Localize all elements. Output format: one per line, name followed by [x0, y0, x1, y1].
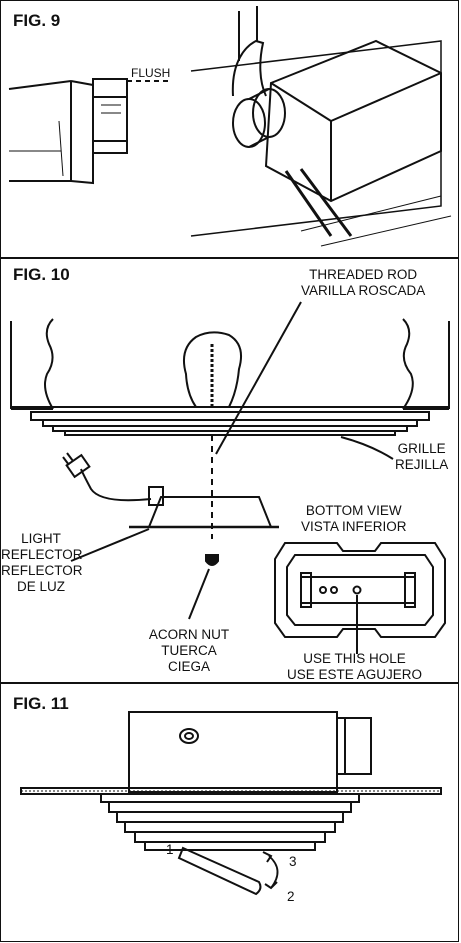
left-joist: [10, 318, 54, 410]
use-hole-label: USE THIS HOLE USE ESTE AGUJERO: [287, 651, 422, 683]
acorn-nut-en: ACORN NUT: [148, 627, 230, 642]
grille-en: GRILLE: [397, 441, 446, 456]
figure-10-title: FIG. 10: [13, 265, 70, 284]
right-joist: [402, 318, 450, 410]
figure-10-illustration: [10, 301, 450, 654]
mounting-hole: [352, 585, 362, 595]
reflector-line-1: LIGHT: [21, 531, 61, 546]
light-reflector: [147, 496, 273, 528]
acorn-nut: [205, 554, 219, 566]
bottom-view-es: VISTA INFERIOR: [301, 519, 407, 534]
threaded-rod-label: THREADED ROD VARILLA ROSCADA: [301, 267, 425, 299]
figure-9-illustration: [8, 6, 452, 247]
figure-11-panel: FIG. 11 1 2 3: [0, 683, 459, 942]
duct-connector: [336, 717, 372, 775]
plug: [65, 453, 91, 479]
fan-housing: [128, 711, 338, 793]
step-1-label: 1: [166, 842, 174, 857]
threaded-rod-es: VARILLA ROSCADA: [301, 283, 426, 298]
light-lens: [177, 846, 262, 896]
light-reflector-label: LIGHT REFLECTOR REFLECTOR DE LUZ: [1, 531, 83, 595]
rod-housing: [183, 331, 242, 408]
reflector-line-3: REFLECTOR: [1, 563, 83, 578]
duct-collar-side-view: [8, 78, 128, 185]
figure-9-panel: FIG. 9: [0, 0, 459, 258]
use-hole-es: USE ESTE AGUJERO: [287, 667, 423, 682]
bottom-view-en: BOTTOM VIEW: [305, 503, 402, 518]
grille-label: GRILLE REJILLA: [395, 441, 448, 473]
step-3-label: 3: [289, 854, 297, 869]
figure-9-title: FIG. 9: [13, 11, 61, 30]
figure-11-title: FIG. 11: [13, 694, 69, 713]
use-hole-en: USE THIS HOLE: [303, 651, 406, 666]
acorn-nut-es-1: TUERCA: [161, 643, 217, 658]
fan-housing-installation: [190, 6, 452, 247]
figure-11-illustration: [20, 711, 442, 896]
grille-stack: [100, 793, 360, 803]
figure-10-panel: FIG. 10: [0, 258, 459, 683]
step-2-label: 2: [287, 889, 295, 904]
bottom-view-diagram: [274, 542, 446, 654]
acorn-nut-es-2: CIEGA: [167, 659, 210, 674]
threaded-rod-en: THREADED ROD: [309, 267, 418, 282]
grille: [30, 411, 430, 421]
grille-es: REJILLA: [395, 457, 449, 472]
reflector-line-4: DE LUZ: [16, 579, 65, 594]
reflector-line-2: REFLECTOR: [1, 547, 83, 562]
bottom-view-label: BOTTOM VIEW VISTA INFERIOR: [301, 503, 407, 535]
acorn-nut-label: ACORN NUT TUERCA CIEGA: [139, 627, 239, 675]
flush-label: FLUSH: [131, 66, 171, 80]
